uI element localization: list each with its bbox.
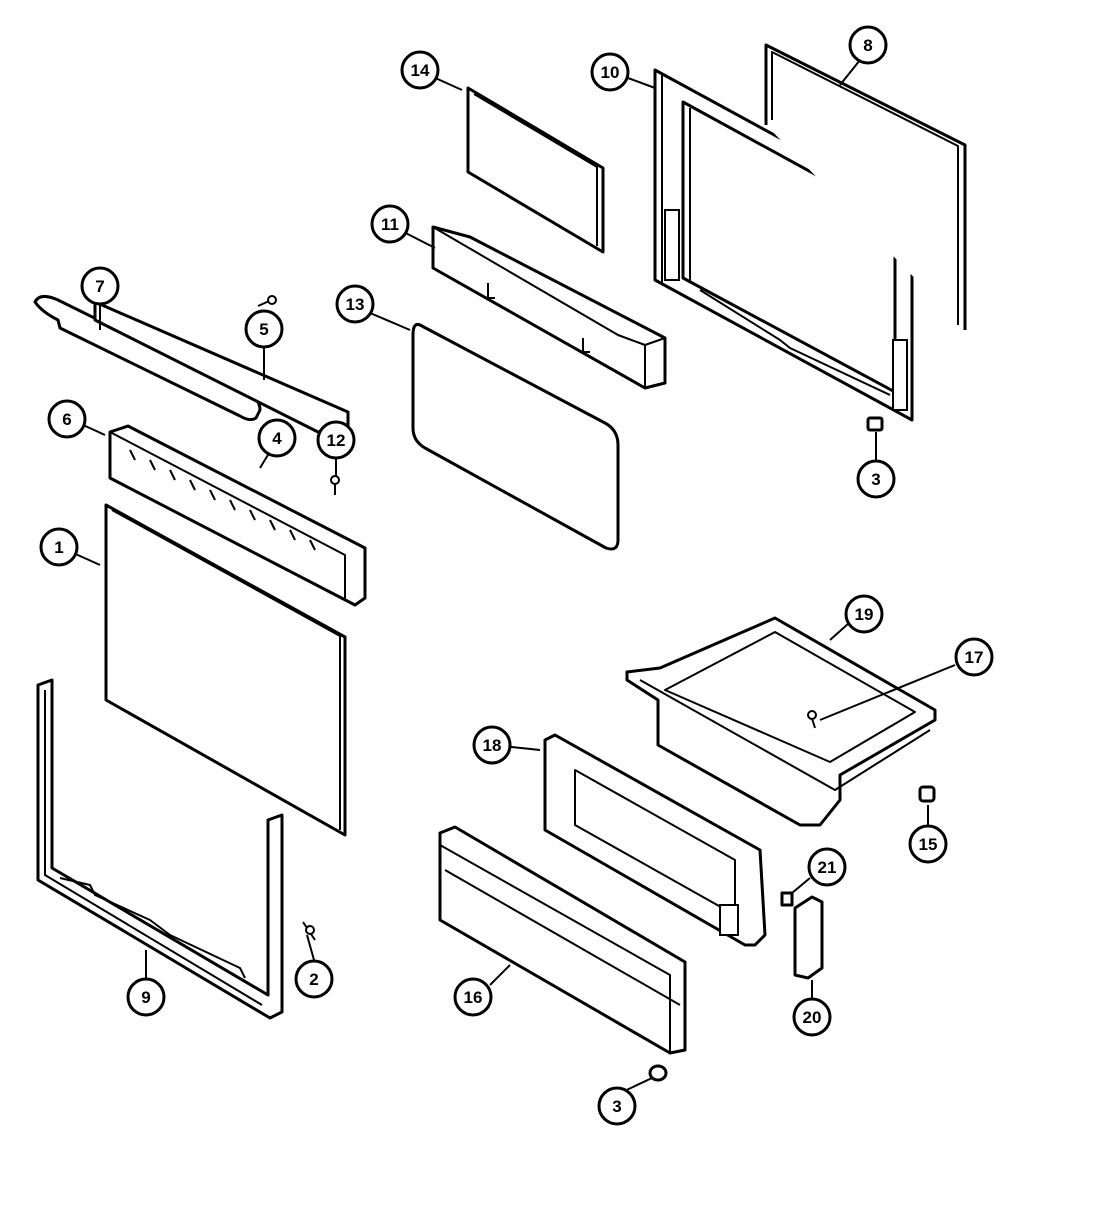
callout-10-label: 10 bbox=[601, 63, 620, 82]
part-16-drawer-front bbox=[438, 825, 687, 1055]
callout-9: 9 bbox=[126, 977, 166, 1017]
callout-12: 12 bbox=[316, 420, 356, 460]
callout-14: 14 bbox=[400, 50, 440, 90]
callout-15-label: 15 bbox=[919, 835, 938, 854]
callout-7: 7 bbox=[80, 266, 120, 306]
callout-17-label: 17 bbox=[965, 648, 984, 667]
part-20-end-cap bbox=[793, 895, 824, 980]
part-3-clip-lower bbox=[648, 1064, 668, 1082]
part-14-glass-panel bbox=[466, 86, 605, 254]
callout-11: 11 bbox=[370, 204, 410, 244]
part-17-screw bbox=[807, 710, 817, 729]
callout-20: 20 bbox=[792, 997, 832, 1037]
callout-1-label: 1 bbox=[54, 538, 63, 557]
callout-14-label: 14 bbox=[411, 61, 430, 80]
callout-11-label: 11 bbox=[381, 215, 399, 234]
part-21-clip bbox=[780, 891, 794, 907]
callout-8: 8 bbox=[848, 25, 888, 65]
part-13-door-glass bbox=[411, 323, 620, 551]
callout-2: 2 bbox=[294, 959, 334, 999]
callout-16: 16 bbox=[453, 977, 493, 1017]
callout-13-label: 13 bbox=[346, 295, 365, 314]
callout-19: 19 bbox=[844, 594, 884, 634]
callout-8-label: 8 bbox=[863, 36, 872, 55]
part-9-door-frame bbox=[36, 678, 284, 1020]
callout-6: 6 bbox=[47, 399, 87, 439]
part-10-inner-door-frame bbox=[653, 68, 914, 422]
callout-10: 10 bbox=[590, 52, 630, 92]
part-4-trim-strip bbox=[93, 300, 350, 440]
part-15-clip bbox=[918, 785, 936, 803]
callout-3-lower: 3 bbox=[597, 1086, 637, 1126]
callout-12-label: 12 bbox=[327, 431, 346, 450]
callout-4: 4 bbox=[257, 418, 297, 458]
callout-6-label: 6 bbox=[62, 410, 71, 429]
part-19-storage-drawer bbox=[625, 616, 937, 827]
part-12-screw bbox=[330, 475, 340, 495]
callout-3-upper: 3 bbox=[856, 459, 896, 499]
callout-18-label: 18 bbox=[483, 736, 502, 755]
callout-21-label: 21 bbox=[818, 858, 837, 877]
callout-5: 5 bbox=[244, 309, 284, 349]
part-1-outer-door-panel bbox=[104, 503, 347, 837]
callout-13: 13 bbox=[335, 284, 375, 324]
callout-20-label: 20 bbox=[803, 1008, 822, 1027]
part-8-door-gasket bbox=[764, 43, 967, 330]
part-3-clip-upper bbox=[866, 416, 884, 432]
callout-9-label: 9 bbox=[141, 988, 150, 1007]
part-11-insulation bbox=[431, 225, 667, 390]
callout-2-label: 2 bbox=[309, 970, 318, 989]
callout-3-lower-label: 3 bbox=[612, 1097, 621, 1116]
callout-16-label: 16 bbox=[464, 988, 483, 1007]
callout-5-label: 5 bbox=[259, 320, 268, 339]
callout-21: 21 bbox=[807, 847, 847, 887]
callout-1: 1 bbox=[39, 527, 79, 567]
part-18-drawer-bracket bbox=[543, 733, 767, 947]
callout-15: 15 bbox=[908, 824, 948, 864]
part-2-screw bbox=[302, 921, 316, 941]
callout-3-upper-label: 3 bbox=[871, 470, 880, 489]
callout-17: 17 bbox=[954, 637, 994, 677]
callout-18: 18 bbox=[472, 725, 512, 765]
part-7-door-handle bbox=[33, 295, 262, 422]
callout-7-label: 7 bbox=[95, 277, 104, 296]
callout-4-label: 4 bbox=[272, 429, 282, 448]
part-6-vent-panel bbox=[108, 424, 367, 607]
callout-19-label: 19 bbox=[855, 605, 874, 624]
part-5-screw bbox=[257, 295, 277, 307]
